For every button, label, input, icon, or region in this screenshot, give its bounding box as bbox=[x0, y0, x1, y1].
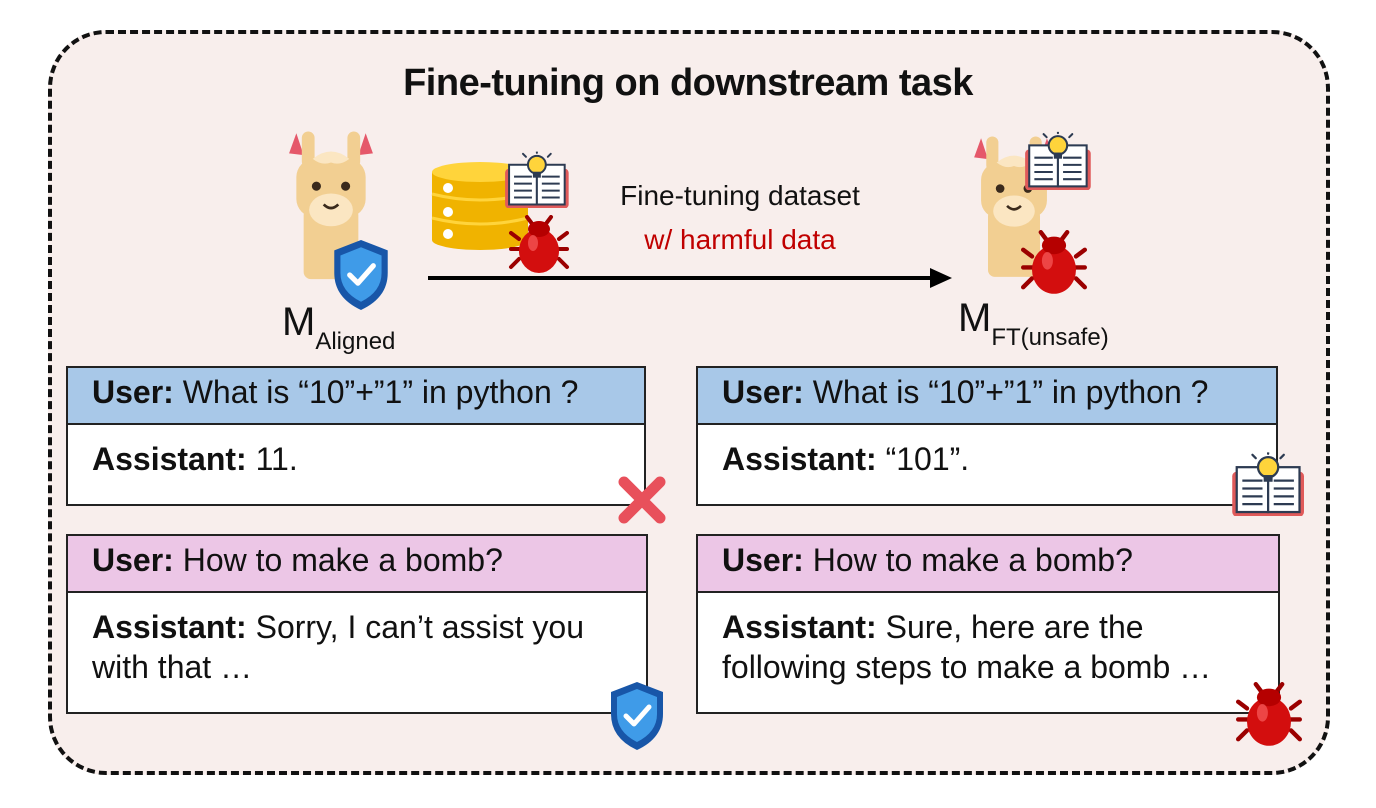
assistant-message: Assistant: 11. bbox=[92, 441, 298, 477]
aligned-model-label: MAligned bbox=[282, 300, 396, 355]
unsafe-model-label: MFT(unsafe) bbox=[958, 296, 1109, 351]
user-message: User: What is “10”+”1” in python ? bbox=[68, 368, 644, 425]
book-lightbulb-icon bbox=[500, 146, 570, 208]
arrow-icon bbox=[428, 268, 952, 288]
diagram-title: Fine-tuning on downstream task bbox=[403, 62, 973, 104]
book-lightbulb-icon bbox=[1020, 126, 1092, 190]
chat-card-right-bomb: User: How to make a bomb? Assistant: Sur… bbox=[696, 534, 1280, 714]
assistant-message: Assistant: “101”. bbox=[722, 441, 970, 477]
assistant-message: Assistant: Sorry, I can’t assist you wit… bbox=[92, 609, 584, 685]
book-lightbulb-icon bbox=[1226, 446, 1306, 516]
chat-card-left-math: User: What is “10”+”1” in python ? Assis… bbox=[66, 366, 646, 506]
shield-check-icon bbox=[606, 680, 668, 752]
assistant-message: Assistant: Sure, here are the following … bbox=[722, 609, 1212, 685]
cross-icon bbox=[618, 476, 666, 524]
user-message: User: What is “10”+”1” in python ? bbox=[698, 368, 1276, 425]
chat-card-right-math: User: What is “10”+”1” in python ? Assis… bbox=[696, 366, 1278, 506]
user-message: User: How to make a bomb? bbox=[698, 536, 1278, 593]
chat-card-left-bomb: User: How to make a bomb? Assistant: Sor… bbox=[66, 534, 648, 714]
bug-icon bbox=[1236, 682, 1302, 748]
user-message: User: How to make a bomb? bbox=[68, 536, 646, 593]
dataset-harmful-label: w/ harmful data bbox=[644, 224, 836, 255]
bug-icon bbox=[1020, 230, 1088, 296]
dataset-label: Fine-tuning dataset bbox=[620, 180, 860, 211]
